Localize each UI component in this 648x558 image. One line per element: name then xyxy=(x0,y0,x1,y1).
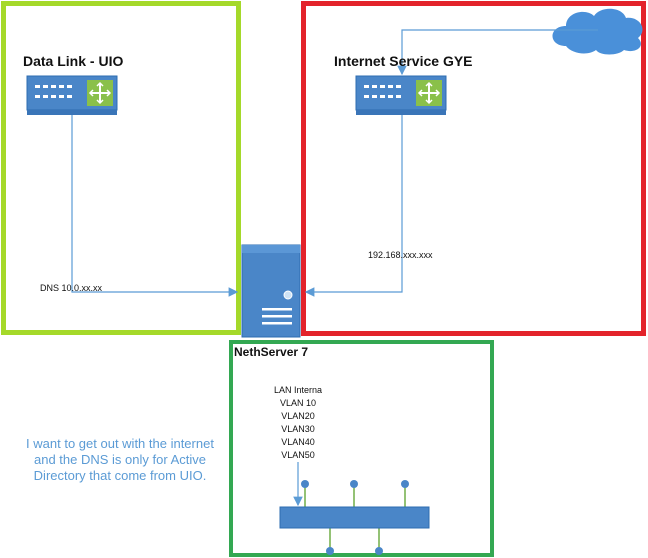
vlan-item: VLAN20 xyxy=(281,411,315,421)
uio-switch-icon xyxy=(26,75,118,115)
note-line: Directory that come from UIO. xyxy=(33,468,207,483)
uio-site-box xyxy=(1,1,241,335)
note-line: I want to get out with the internet xyxy=(26,436,214,451)
lan-title: LAN Interna xyxy=(273,385,323,395)
lan-switch-bar xyxy=(279,480,430,555)
nethserver-server-icon xyxy=(241,244,301,338)
uio-site-title: Data Link - UIO xyxy=(23,53,124,69)
gye-site-title: Internet Service GYE xyxy=(334,53,473,69)
uio-to-server-link xyxy=(71,115,239,297)
gye-ip-label: 192.168.xxx.xxx xyxy=(368,250,433,260)
vlan-item: VLAN50 xyxy=(281,450,315,460)
dns-link-label: DNS 10.0.xx.xx xyxy=(40,283,103,293)
note-line: and the DNS is only for Active xyxy=(34,452,206,467)
nethserver-zone-box xyxy=(229,340,494,557)
vlan-item: VLAN 10 xyxy=(279,398,317,408)
vlan-item: VLAN30 xyxy=(281,424,315,434)
gye-to-server-link xyxy=(304,115,403,297)
vlan-item: VLAN40 xyxy=(281,437,315,447)
cloud-to-gye-link xyxy=(397,29,598,76)
server-name: NethServer 7 xyxy=(234,345,309,359)
gye-router-icon xyxy=(355,75,447,115)
lan-vlan-list: LAN Interna VLAN 10 VLAN20 VLAN30 VLAN40… xyxy=(262,384,334,462)
user-note: I want to get out with the internet and … xyxy=(4,436,236,484)
internet-cloud-icon xyxy=(552,8,643,55)
gye-site-box xyxy=(301,1,646,336)
